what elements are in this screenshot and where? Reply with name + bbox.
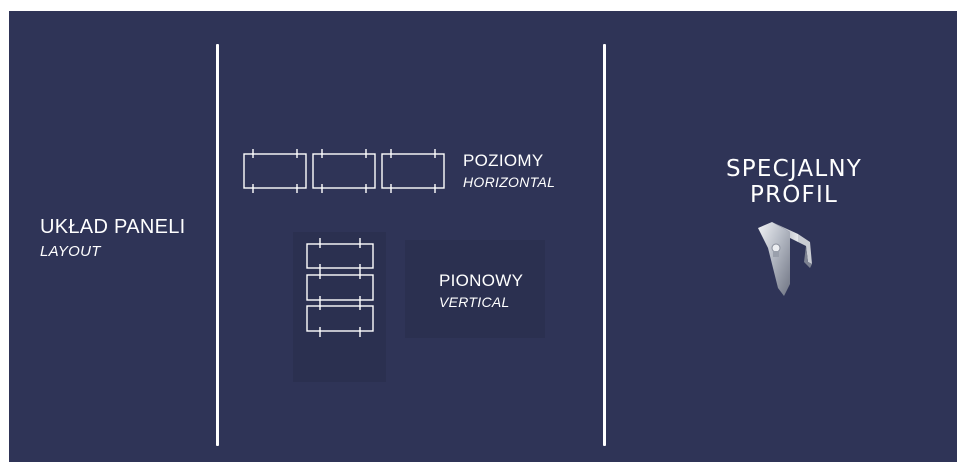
horizontal-panel bbox=[312, 153, 376, 189]
divider-left bbox=[216, 44, 219, 446]
vertical-panel bbox=[306, 274, 374, 301]
horizontal-subtitle: HORIZONTAL bbox=[463, 174, 556, 190]
aluminium-profile-icon bbox=[758, 222, 812, 296]
vertical-subtitle: VERTICAL bbox=[439, 294, 510, 310]
vertical-label-shadow bbox=[405, 240, 545, 338]
layout-title: UKŁAD PANELI bbox=[40, 216, 186, 238]
horizontal-panel bbox=[381, 153, 445, 189]
vertical-panels-icon bbox=[306, 238, 374, 337]
divider-right bbox=[603, 44, 606, 446]
horizontal-panel bbox=[243, 153, 307, 189]
layout-subtitle: LAYOUT bbox=[40, 243, 101, 260]
horizontal-title: POZIOMY bbox=[463, 151, 544, 170]
vertical-panel bbox=[306, 243, 374, 269]
horizontal-panels-icon bbox=[243, 149, 445, 193]
vertical-shadow bbox=[293, 232, 386, 382]
profile-title-line2: PROFIL bbox=[750, 182, 838, 208]
profile-title-line1: SPECJALNY bbox=[725, 156, 863, 182]
vertical-panel bbox=[306, 305, 374, 332]
vertical-title: PIONOWY bbox=[439, 271, 524, 290]
